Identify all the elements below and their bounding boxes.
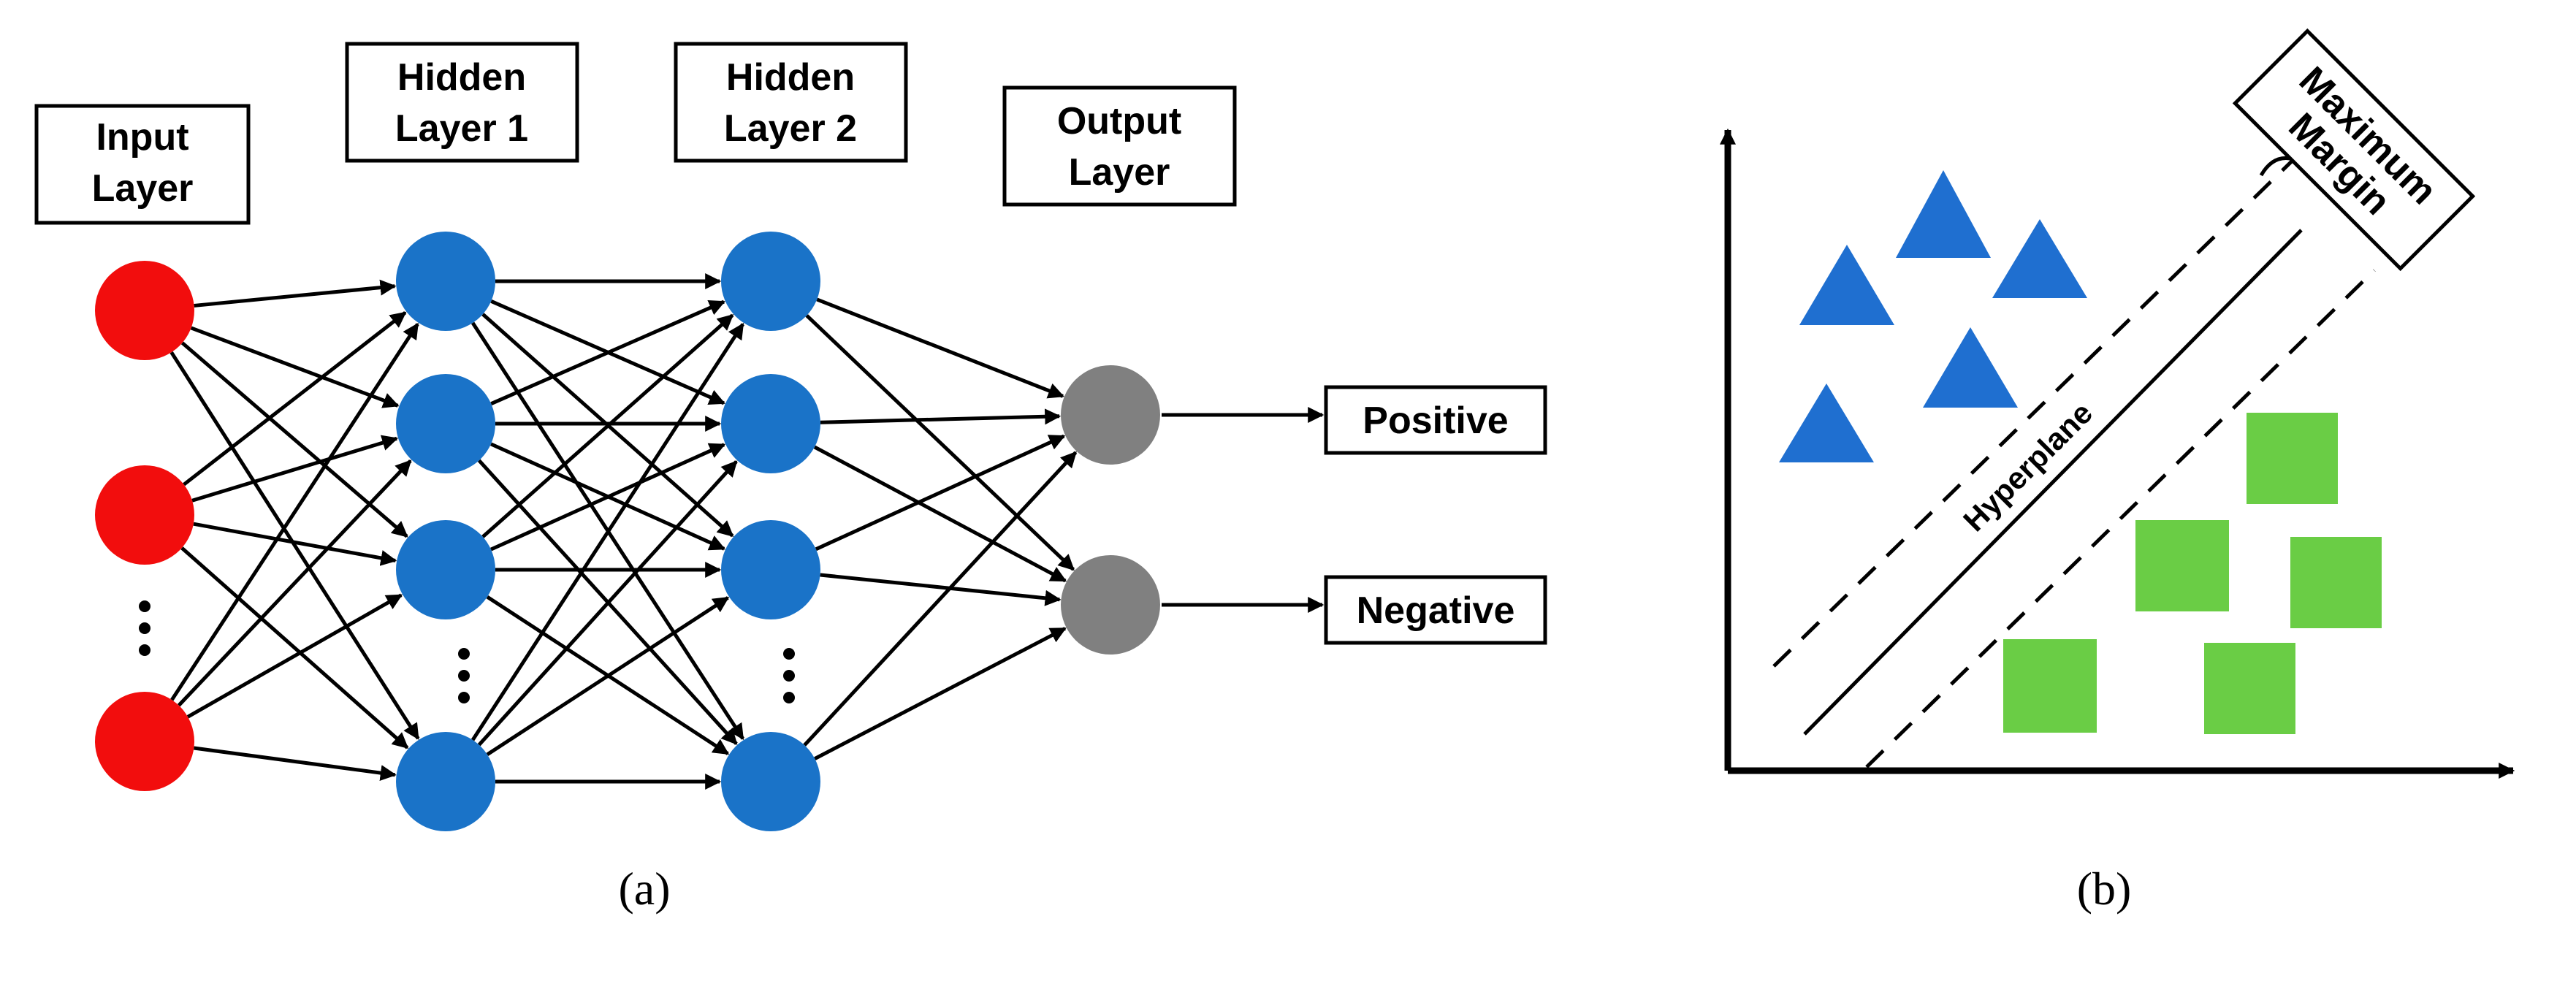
triangle-point bbox=[1779, 384, 1874, 462]
connection-arrow bbox=[193, 522, 397, 566]
connection-arrow bbox=[803, 451, 1078, 747]
hidden-1-node bbox=[396, 732, 495, 831]
input-ellipsis bbox=[139, 600, 150, 656]
output-node bbox=[1061, 555, 1160, 655]
input-node bbox=[95, 465, 194, 565]
connection-arrow bbox=[814, 627, 1067, 760]
class-triangles bbox=[1779, 170, 2087, 462]
triangle-point bbox=[1799, 245, 1894, 325]
connection-arrow bbox=[477, 460, 738, 747]
hidden-2-node bbox=[721, 232, 820, 331]
hidden-layer-1-label-line1: Hidden bbox=[397, 56, 526, 99]
connection-arrow bbox=[180, 341, 408, 538]
hidden-layer-1-label-box: Hidden Layer 1 bbox=[345, 42, 579, 163]
connection-arrow bbox=[190, 326, 400, 408]
connection-arrow bbox=[481, 313, 734, 538]
square-point bbox=[2290, 537, 2382, 628]
connection-arrow bbox=[813, 445, 1067, 583]
triangle-point bbox=[1923, 327, 2018, 408]
hidden-layer-2-label-box: Hidden Layer 2 bbox=[674, 42, 908, 163]
panel-a-neural-network: Input Layer Hidden Layer 1 Hidden Layer … bbox=[34, 42, 1547, 915]
hidden-2-node bbox=[721, 732, 820, 831]
output-layer-label-line1: Output bbox=[1057, 100, 1181, 142]
hidden-layer-2-label-line2: Layer 2 bbox=[724, 107, 857, 150]
square-point bbox=[2204, 643, 2295, 734]
input-node bbox=[95, 692, 194, 791]
positive-output-label: Positive bbox=[1363, 400, 1508, 442]
connection-arrow bbox=[489, 443, 726, 552]
panel-b-caption: (b) bbox=[2077, 863, 2132, 915]
hidden-1-node bbox=[396, 374, 495, 473]
hidden-1-node bbox=[396, 520, 495, 619]
class-squares bbox=[2003, 413, 2382, 734]
upper-margin-line bbox=[1772, 150, 2303, 668]
input-node bbox=[95, 261, 194, 360]
hyperplane-line bbox=[1803, 229, 2303, 736]
connection-arrow bbox=[194, 279, 397, 308]
connection-arrow bbox=[820, 573, 1062, 606]
connection-arrow bbox=[169, 351, 420, 740]
maximum-margin-box: Maximum Margin bbox=[2232, 28, 2476, 272]
hidden-layer-2-label-line1: Hidden bbox=[726, 56, 855, 99]
connection-arrow bbox=[805, 314, 1075, 571]
square-point bbox=[2135, 520, 2229, 611]
connection-arrow bbox=[820, 408, 1062, 425]
connection-arrow bbox=[470, 322, 744, 741]
hidden-layer-1-label-line2: Layer 1 bbox=[395, 107, 528, 150]
square-point bbox=[2003, 639, 2097, 733]
network-connections bbox=[169, 273, 1078, 790]
positive-output-box: Positive bbox=[1324, 385, 1547, 455]
negative-output-box: Negative bbox=[1324, 575, 1547, 645]
hidden-2-ellipsis bbox=[783, 648, 795, 703]
hidden-2-node bbox=[721, 374, 820, 473]
hidden-1-ellipsis bbox=[458, 648, 470, 703]
connection-arrow bbox=[194, 746, 397, 782]
hidden-1-node bbox=[396, 232, 495, 331]
connection-arrow bbox=[486, 596, 730, 756]
connection-arrow bbox=[180, 546, 409, 749]
lower-margin-line bbox=[1865, 269, 2376, 768]
output-layer-label-line2: Layer bbox=[1069, 151, 1170, 194]
output-layer-label-box: Output Layer bbox=[1002, 85, 1237, 207]
connection-arrow bbox=[815, 434, 1066, 552]
hidden-2-node bbox=[721, 520, 820, 619]
input-layer-label-line1: Input bbox=[96, 116, 188, 159]
connection-arrow bbox=[490, 299, 725, 405]
connection-arrow bbox=[183, 310, 407, 487]
connection-arrow bbox=[177, 459, 412, 707]
input-layer-label-box: Input Layer bbox=[34, 104, 251, 225]
panel-b-svm-diagram: Hyperplane Maximum Margin (b) bbox=[1720, 28, 2515, 915]
connection-arrow bbox=[816, 297, 1064, 399]
triangle-point bbox=[1992, 219, 2087, 298]
connection-arrow bbox=[170, 322, 419, 701]
negative-output-label: Negative bbox=[1357, 590, 1515, 632]
panel-a-caption: (a) bbox=[618, 863, 670, 915]
connection-arrow bbox=[186, 593, 403, 719]
output-node bbox=[1061, 365, 1160, 465]
triangle-point bbox=[1896, 170, 1991, 258]
network-nodes bbox=[95, 232, 1160, 831]
square-point bbox=[2247, 413, 2338, 504]
connection-arrow bbox=[191, 435, 399, 503]
input-layer-label-line2: Layer bbox=[92, 167, 194, 210]
